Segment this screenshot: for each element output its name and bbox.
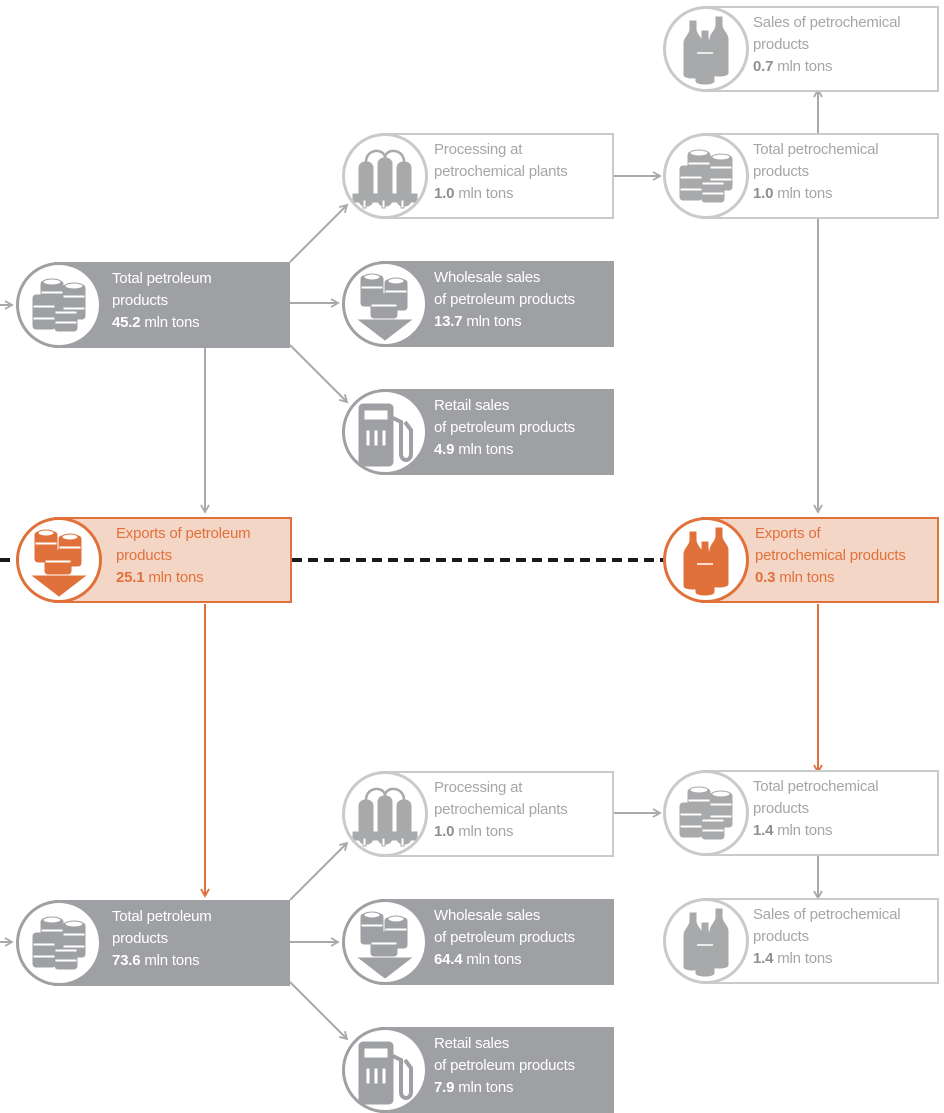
node-bottom-wholesale: Wholesale sales of petroleum products 64… [342, 899, 614, 985]
node-top-total-petrochem: Total petrochemical products 1.0 mln ton… [663, 133, 939, 219]
node-value: 7.9 mln tons [434, 1079, 514, 1096]
node-label-line1: Retail sales [434, 1035, 510, 1052]
node-label-line1: Exports of [755, 525, 821, 542]
node-label-line2: of petroleum products [434, 929, 575, 946]
bottles-icon [663, 517, 749, 603]
arrow-bottom-to-retail [289, 981, 349, 1041]
arrow-top-to-retail [289, 344, 349, 404]
node-label-line2: products [753, 800, 809, 817]
node-top-retail: Retail sales of petroleum products 4.9 m… [342, 389, 614, 475]
bottles-icon [663, 6, 749, 92]
barrels-down-arrow-icon [342, 261, 428, 347]
node-value: 1.0 mln tons [753, 185, 833, 202]
barrels-down-arrow-icon [342, 899, 428, 985]
node-bottom-total-petrochem: Total petrochemical products 1.4 mln ton… [663, 770, 939, 856]
node-label-line1: Total petroleum [112, 270, 212, 287]
node-label-line2: products [753, 36, 809, 53]
node-top-wholesale: Wholesale sales of petroleum products 13… [342, 261, 614, 347]
node-value: 1.4 mln tons [753, 950, 833, 967]
node-bottom-processing: Processing at petrochemical plants 1.0 m… [342, 771, 614, 857]
arrow-bottom-to-processing [289, 841, 349, 901]
node-label-line1: Wholesale sales [434, 269, 541, 286]
barrels-icon [663, 133, 749, 219]
fuel-pump-icon [342, 1027, 428, 1113]
barrels-icon [663, 770, 749, 856]
barrels-down-arrow-icon [16, 517, 102, 603]
node-label-line1: Processing at [434, 779, 523, 796]
node-value: 4.9 mln tons [434, 441, 514, 458]
node-value: 64.4 mln tons [434, 951, 522, 968]
node-value: 0.3 mln tons [755, 569, 835, 586]
node-label-line2: products [116, 547, 172, 564]
node-value: 1.0 mln tons [434, 185, 514, 202]
node-label-line1: Sales of petrochemical [753, 906, 901, 923]
node-bottom-sales-petrochem: Sales of petrochemical products 1.4 mln … [663, 898, 939, 984]
barrels-icon [16, 900, 102, 986]
node-bottom-retail: Retail sales of petroleum products 7.9 m… [342, 1027, 614, 1113]
node-label-line1: Total petrochemical [753, 778, 879, 795]
node-label-line1: Wholesale sales [434, 907, 541, 924]
node-top-total-petroleum: Total petroleum products 45.2 mln tons [16, 262, 290, 348]
node-export-petrochem: Exports of petrochemical products 0.3 ml… [663, 517, 939, 603]
fuel-pump-icon [342, 389, 428, 475]
node-label-line1: Processing at [434, 141, 523, 158]
node-label-line1: Exports of petroleum [116, 525, 251, 542]
node-label-line1: Sales of petrochemical [753, 14, 901, 31]
node-value: 73.6 mln tons [112, 952, 200, 969]
node-label-line2: products [112, 292, 168, 309]
refinery-columns-icon [342, 133, 428, 219]
node-top-processing: Processing at petrochemical plants 1.0 m… [342, 133, 614, 219]
node-value: 25.1 mln tons [116, 569, 204, 586]
node-top-sales-petrochem: Sales of petrochemical products 0.7 mln … [663, 6, 939, 92]
node-value: 1.0 mln tons [434, 823, 514, 840]
node-label-line2: products [753, 163, 809, 180]
node-value: 45.2 mln tons [112, 314, 200, 331]
node-label-line1: Total petroleum [112, 908, 212, 925]
refinery-columns-icon [342, 771, 428, 857]
barrels-icon [16, 262, 102, 348]
node-label-line2: petrochemical plants [434, 801, 568, 818]
node-label-line2: of petroleum products [434, 291, 575, 308]
node-label-line2: products [112, 930, 168, 947]
node-label-line1: Total petrochemical [753, 141, 879, 158]
node-value: 1.4 mln tons [753, 822, 833, 839]
node-value: 13.7 mln tons [434, 313, 522, 330]
bottles-icon [663, 898, 749, 984]
node-label-line1: Retail sales [434, 397, 510, 414]
node-export-petroleum: Exports of petroleum products 25.1 mln t… [16, 517, 292, 603]
node-label-line2: products [753, 928, 809, 945]
node-label-line2: of petroleum products [434, 1057, 575, 1074]
node-label-line2: petrochemical products [755, 547, 906, 564]
node-value: 0.7 mln tons [753, 58, 833, 75]
arrow-top-to-processing [289, 203, 349, 263]
node-label-line2: of petroleum products [434, 419, 575, 436]
node-bottom-total-petroleum: Total petroleum products 73.6 mln tons [16, 900, 290, 986]
node-label-line2: petrochemical plants [434, 163, 568, 180]
